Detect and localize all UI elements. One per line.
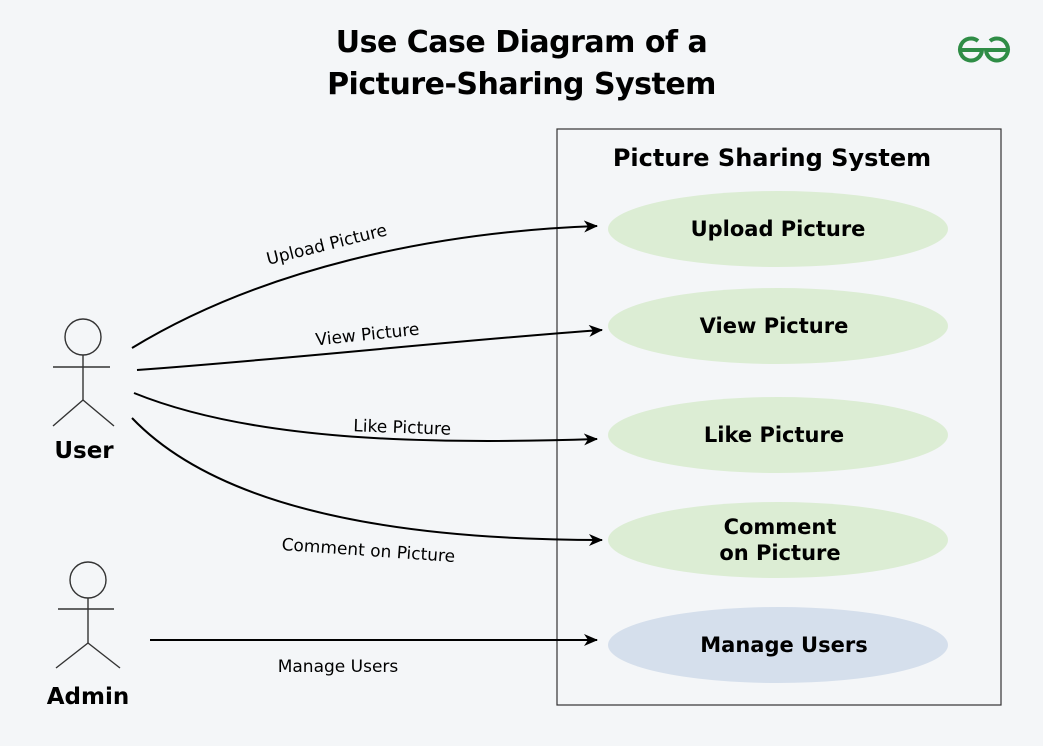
use-case-view[interactable]: View Picture — [608, 288, 948, 364]
use-case-ellipse — [608, 288, 948, 364]
title-line-2: Picture-Sharing System — [327, 67, 716, 102]
actor-leg-left — [55, 642, 89, 669]
use-case-label: Upload Picture — [691, 217, 866, 241]
association-upload-picture[interactable] — [131, 220, 598, 349]
use-case-manage-users[interactable]: Manage Users — [608, 607, 948, 683]
use-case-label: Like Picture — [704, 423, 844, 447]
use-case-label: Manage Users — [700, 633, 867, 657]
association-comment-on-picture[interactable] — [131, 417, 603, 546]
use-case-label: View Picture — [700, 314, 849, 338]
use-case-ellipse — [608, 397, 948, 473]
use-case-like[interactable]: Like Picture — [608, 397, 948, 473]
use-case-ellipse — [608, 607, 948, 683]
use-case-comment[interactable]: Comment on Picture — [608, 502, 948, 578]
actor-admin[interactable] — [55, 561, 121, 669]
title-line-1: Use Case Diagram of a — [335, 25, 708, 60]
association-view-picture[interactable] — [136, 324, 603, 371]
use-case-ellipse — [608, 502, 948, 578]
use-case-upload[interactable]: Upload Picture — [608, 191, 948, 267]
gfg-logo-icon — [958, 36, 1010, 63]
association-like-picture[interactable] — [133, 392, 598, 446]
diagram-title: Use Case Diagram of a Picture-Sharing Sy… — [0, 22, 1043, 106]
association-label-like: Like Picture — [353, 416, 451, 439]
association-label-manage: Manage Users — [278, 657, 399, 677]
actor-leg-right — [82, 399, 115, 427]
actor-head — [64, 318, 102, 356]
use-case-ellipse — [608, 191, 948, 267]
association-label-comment: Comment on Picture — [281, 535, 456, 567]
actor-user-label: User — [54, 438, 114, 464]
association-label-upload: Upload Picture — [264, 221, 389, 270]
actor-head — [69, 561, 107, 599]
actor-admin-label: Admin — [47, 684, 130, 710]
actor-leg-left — [52, 399, 84, 427]
actor-user[interactable] — [52, 318, 115, 427]
system-title: Picture Sharing System — [613, 144, 931, 172]
use-case-label-line-2: on Picture — [719, 541, 840, 565]
system-boundary — [556, 128, 1002, 706]
actor-leg-right — [87, 642, 121, 669]
use-case-label-line-1: Comment — [724, 515, 837, 539]
